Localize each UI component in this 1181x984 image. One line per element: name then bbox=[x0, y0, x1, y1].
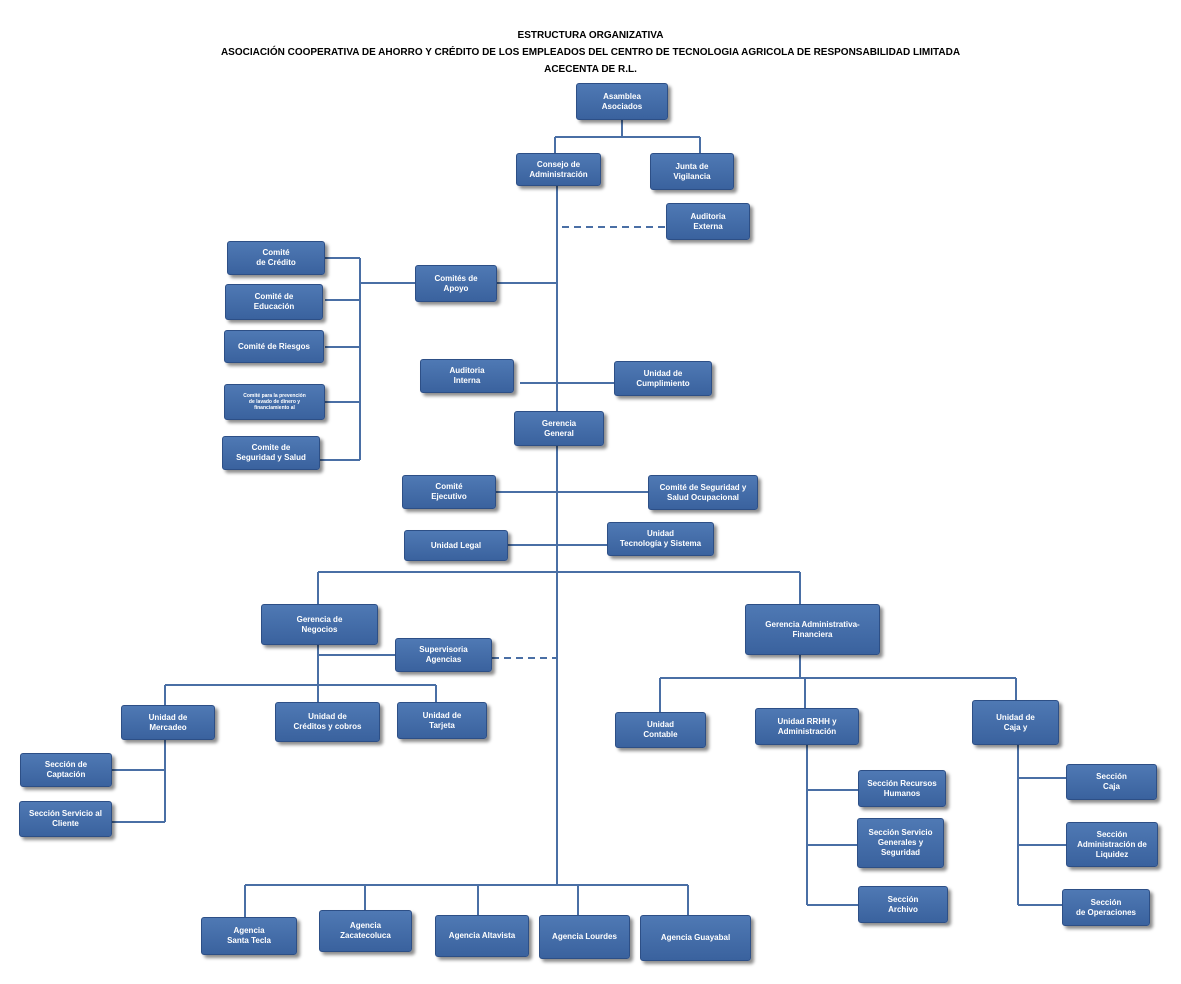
node-unidad-tecnologia: Unidad Tecnología y Sistema bbox=[607, 522, 714, 556]
node-unidad-tarjeta: Unidad de Tarjeta bbox=[397, 702, 487, 739]
chart-title: ESTRUCTURA ORGANIZATIVA bbox=[517, 30, 664, 41]
node-unidad-contable: Unidad Contable bbox=[615, 712, 706, 748]
node-gerencia-administrativa-financiera: Gerencia Administrativa- Financiera bbox=[745, 604, 880, 655]
node-asamblea-asociados: Asamblea Asociados bbox=[576, 83, 668, 120]
node-agencia-santa-tecla: Agencia Santa Tecla bbox=[201, 917, 297, 955]
node-comite-ejecutivo: Comité Ejecutivo bbox=[402, 475, 496, 509]
connector-caja bbox=[1017, 745, 1066, 906]
node-agencia-lourdes: Agencia Lourdes bbox=[539, 915, 630, 959]
node-seccion-archivo: Sección Archivo bbox=[858, 886, 948, 923]
node-gerencia-general: Gerencia General bbox=[514, 411, 604, 446]
node-junta-vigilancia: Junta de Vigilancia bbox=[650, 153, 734, 190]
node-auditoria-externa: Auditoria Externa bbox=[666, 203, 750, 240]
organization-name: ASOCIACIÓN COOPERATIVA DE AHORRO Y CRÉDI… bbox=[220, 47, 961, 58]
node-comite-credito: Comité de Crédito bbox=[227, 241, 325, 275]
node-agencia-guayabal: Agencia Guayabal bbox=[640, 915, 751, 961]
node-agencia-zacatecoluca: Agencia Zacatecoluca bbox=[319, 910, 412, 952]
node-comite-seguridad-ocupacional: Comité de Seguridad y Salud Ocupacional bbox=[648, 475, 758, 510]
connector-negocios bbox=[164, 645, 437, 705]
node-comites-apoyo: Comités de Apoyo bbox=[415, 265, 497, 302]
connector-agencias bbox=[244, 884, 689, 917]
node-seccion-operaciones: Sección de Operaciones bbox=[1062, 889, 1150, 926]
node-comite-riesgos: Comité de Riesgos bbox=[224, 330, 324, 363]
node-seccion-servicio-cliente: Sección Servicio al Cliente bbox=[19, 801, 112, 837]
node-seccion-caja: Sección Caja bbox=[1066, 764, 1157, 800]
node-seccion-administracion-liquidez: Sección Administración de Liquidez bbox=[1066, 822, 1158, 867]
connector-rrhh bbox=[806, 745, 858, 906]
node-comite-educacion: Comité de Educación bbox=[225, 284, 323, 320]
node-agencia-altavista: Agencia Altavista bbox=[435, 915, 529, 957]
connector-gerencias bbox=[317, 571, 801, 604]
node-unidad-rrhh-administracion: Unidad RRHH y Administración bbox=[755, 708, 859, 745]
node-comite-prevencion-lavado: Comité para la prevención de lavado de d… bbox=[224, 384, 325, 420]
connector-admin bbox=[659, 655, 1017, 712]
node-unidad-cumplimiento: Unidad de Cumplimiento bbox=[614, 361, 712, 396]
node-unidad-legal: Unidad Legal bbox=[404, 530, 508, 561]
connector-asamblea bbox=[554, 120, 701, 153]
node-auditoria-interna: Auditoria Interna bbox=[420, 359, 514, 393]
node-supervisoria-agencias: Supervisoria Agencias bbox=[395, 638, 492, 672]
connector-comites-apoyo bbox=[320, 257, 557, 461]
node-seccion-servicio-generales: Sección Servicio Generales y Seguridad bbox=[857, 818, 944, 868]
node-unidad-mercadeo: Unidad de Mercadeo bbox=[121, 705, 215, 740]
node-seccion-recursos-humanos: Sección Recursos Humanos bbox=[858, 770, 946, 807]
node-unidad-caja: Unidad de Caja y bbox=[972, 700, 1059, 745]
connector-mercadeo bbox=[112, 740, 166, 823]
node-gerencia-negocios: Gerencia de Negocios bbox=[261, 604, 378, 645]
node-unidad-creditos-cobros: Unidad de Créditos y cobros bbox=[275, 702, 380, 742]
node-comite-seguridad-salud: Comite de Seguridad y Salud bbox=[222, 436, 320, 470]
node-seccion-captacion: Sección de Captación bbox=[20, 753, 112, 787]
node-consejo-administracion: Consejo de Administración bbox=[516, 153, 601, 186]
organization-acronym: ACECENTA DE R.L. bbox=[544, 64, 637, 75]
